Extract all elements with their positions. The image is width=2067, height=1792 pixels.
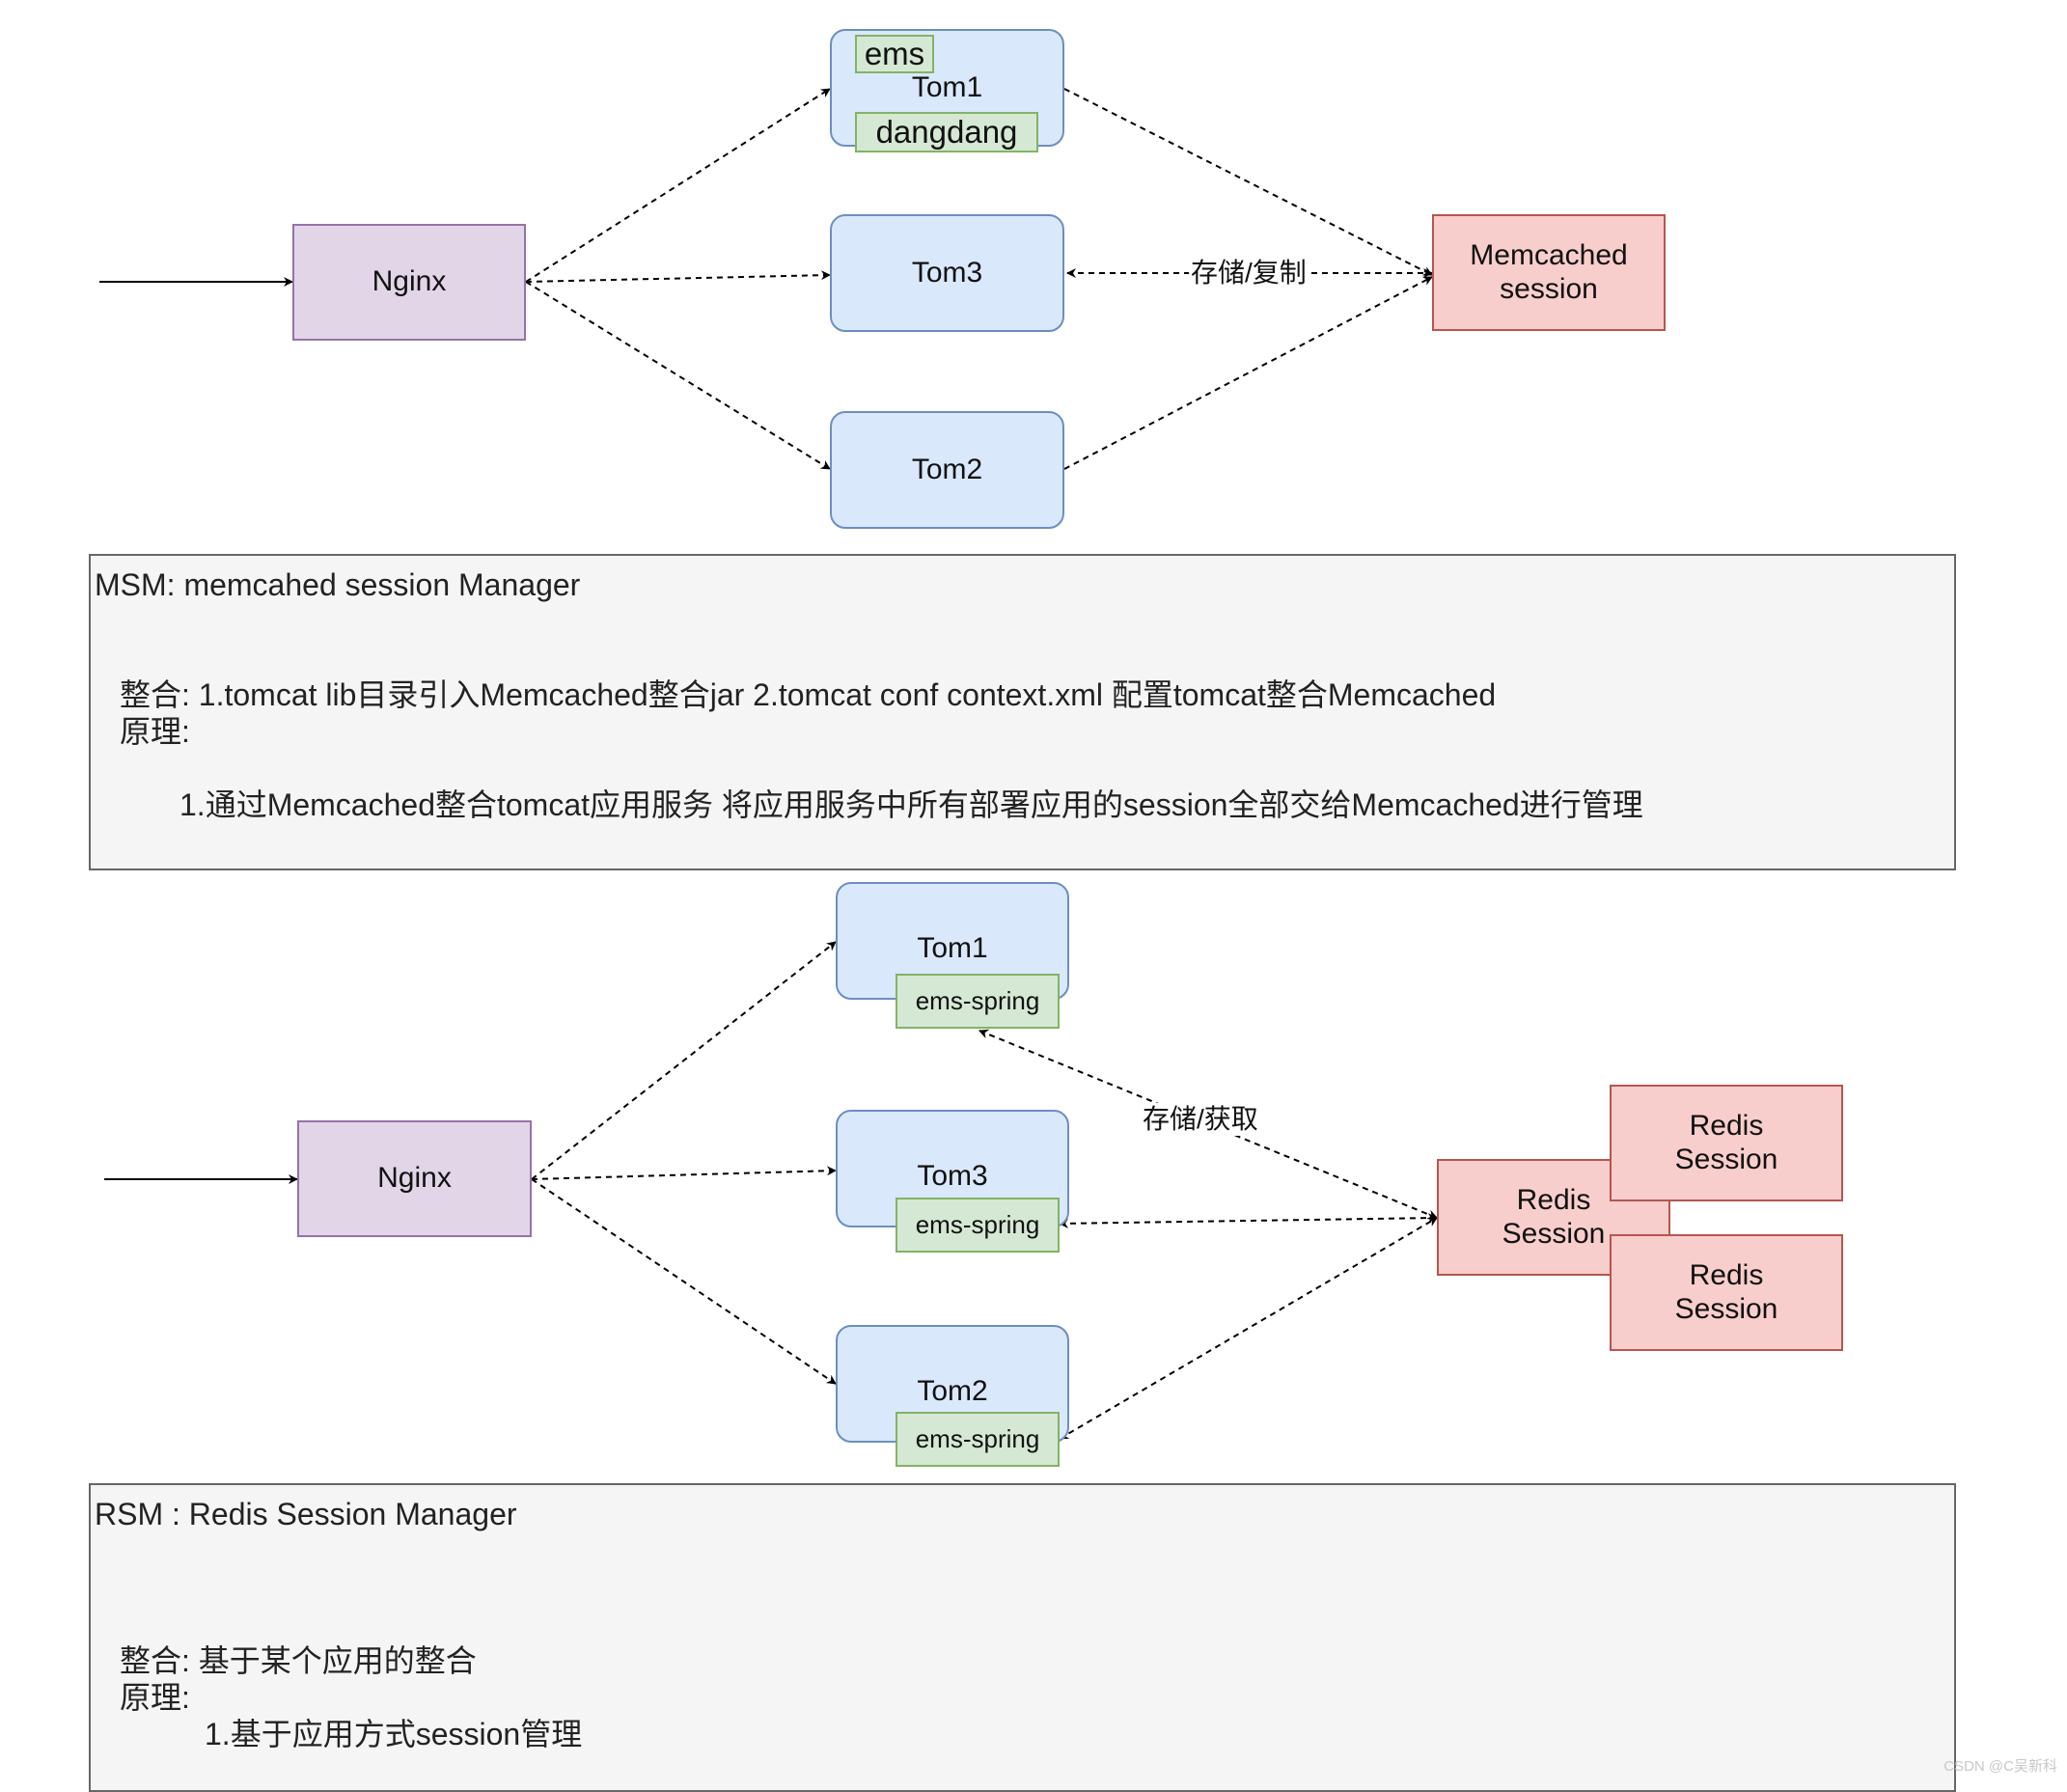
redis-session-node-top: Redis Session xyxy=(1610,1085,1843,1201)
tom3-label-top: Tom3 xyxy=(911,256,983,289)
rsm-note-line3: 1.基于应用方式session管理 xyxy=(205,1717,583,1751)
msm-note-title: MSM: memcahed session Manager xyxy=(95,567,581,602)
msm-note-line1: 整合: 1.tomcat lib目录引入Memcached整合jar 2.tom… xyxy=(120,677,1497,712)
rsm-note-box: RSM : Redis Session Manager 整合: 基于某个应用的整… xyxy=(89,1483,1956,1792)
app-ems-spring-1: ems-spring xyxy=(896,974,1060,1029)
app-dangdang-label: dangdang xyxy=(875,114,1018,151)
tom1-label-top: Tom1 xyxy=(911,70,983,103)
app-ems-spring-3-label: ems-spring xyxy=(915,1209,1040,1239)
edge-nginx-to-tom3-bottom xyxy=(531,1166,837,1180)
edge-label-store-fetch: 存储/获取 xyxy=(1141,1103,1260,1136)
memcached-label: Memcached session xyxy=(1470,239,1628,305)
rsm-note-line2: 原理: xyxy=(120,1680,190,1715)
nginx-node-bottom: Nginx xyxy=(297,1120,532,1237)
edge-label-store-replicate: 存储/复制 xyxy=(1189,257,1309,289)
redis-session-top-label: Redis Session xyxy=(1674,1110,1778,1175)
edge-nginx-to-tom2-bottom xyxy=(531,1178,837,1385)
rsm-note-line1: 整合: 基于某个应用的整合 xyxy=(120,1643,477,1678)
memcached-session-node: Memcached session xyxy=(1432,214,1666,331)
app-dangdang-top: dangdang xyxy=(855,112,1038,152)
tom2-label-bottom: Tom2 xyxy=(917,1375,988,1407)
csdn-watermark: CSDN @C吴新科 xyxy=(1943,1758,2057,1775)
edge-nginx-to-tom1-bottom xyxy=(531,941,837,1180)
app-ems-spring-2-label: ems-spring xyxy=(915,1423,1040,1453)
nginx-label-top: Nginx xyxy=(372,265,447,298)
tom1-label-bottom: Tom1 xyxy=(917,932,988,964)
edge-app3-redis xyxy=(1059,1213,1438,1228)
redis-session-main-label: Redis Session xyxy=(1502,1184,1606,1250)
edge-tom1-to-memcached xyxy=(1063,88,1433,276)
app-ems-spring-2: ems-spring xyxy=(896,1412,1060,1467)
edge-tom2-to-memcached xyxy=(1063,276,1433,470)
msm-note-line2: 原理: xyxy=(120,714,190,749)
redis-session-node-bottom: Redis Session xyxy=(1610,1234,1843,1351)
tom3-node-top: Tom3 xyxy=(830,214,1064,332)
tom3-label-bottom: Tom3 xyxy=(917,1160,988,1192)
app-ems-label: ems xyxy=(864,36,925,72)
msm-note-line3: 1.通过Memcached整合tomcat应用服务 将应用服务中所有部署应用的s… xyxy=(179,787,1643,822)
tom2-node-top: Tom2 xyxy=(830,411,1064,529)
msm-note-box: MSM: memcahed session Manager 整合: 1.tomc… xyxy=(89,554,1956,870)
app-ems-spring-3: ems-spring xyxy=(896,1198,1060,1253)
nginx-node-top: Nginx xyxy=(292,224,526,341)
rsm-note-title: RSM : Redis Session Manager xyxy=(95,1497,517,1531)
edge-nginx-to-tom2-top xyxy=(525,281,831,470)
edge-nginx-to-tom1-top xyxy=(525,88,831,283)
app-ems-spring-1-label: ems-spring xyxy=(915,985,1040,1015)
app-ems-top: ems xyxy=(855,35,934,73)
edge-app2-redis xyxy=(1059,1217,1438,1440)
edge-nginx-to-tom3-top xyxy=(525,270,831,283)
nginx-label-bottom: Nginx xyxy=(377,1162,452,1195)
redis-session-bottom-label: Redis Session xyxy=(1674,1259,1778,1325)
tom2-label-top: Tom2 xyxy=(911,453,983,485)
